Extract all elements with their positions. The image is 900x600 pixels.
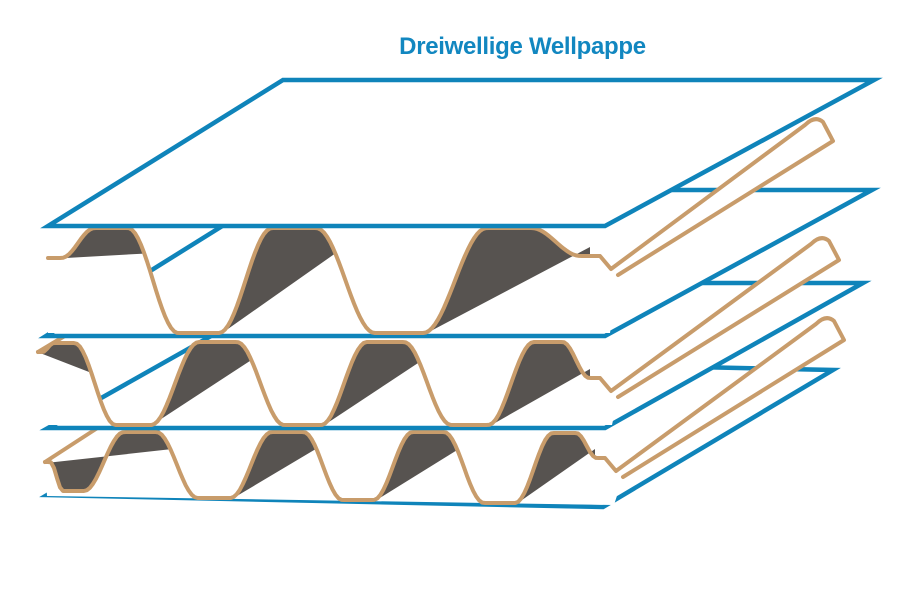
flute-layer-1 xyxy=(46,117,835,335)
liner-top xyxy=(40,77,883,229)
flute-layer-3 xyxy=(43,316,846,505)
flute-layer-2 xyxy=(36,236,841,427)
diagram-title: Dreiwellige Wellpappe xyxy=(399,33,646,60)
